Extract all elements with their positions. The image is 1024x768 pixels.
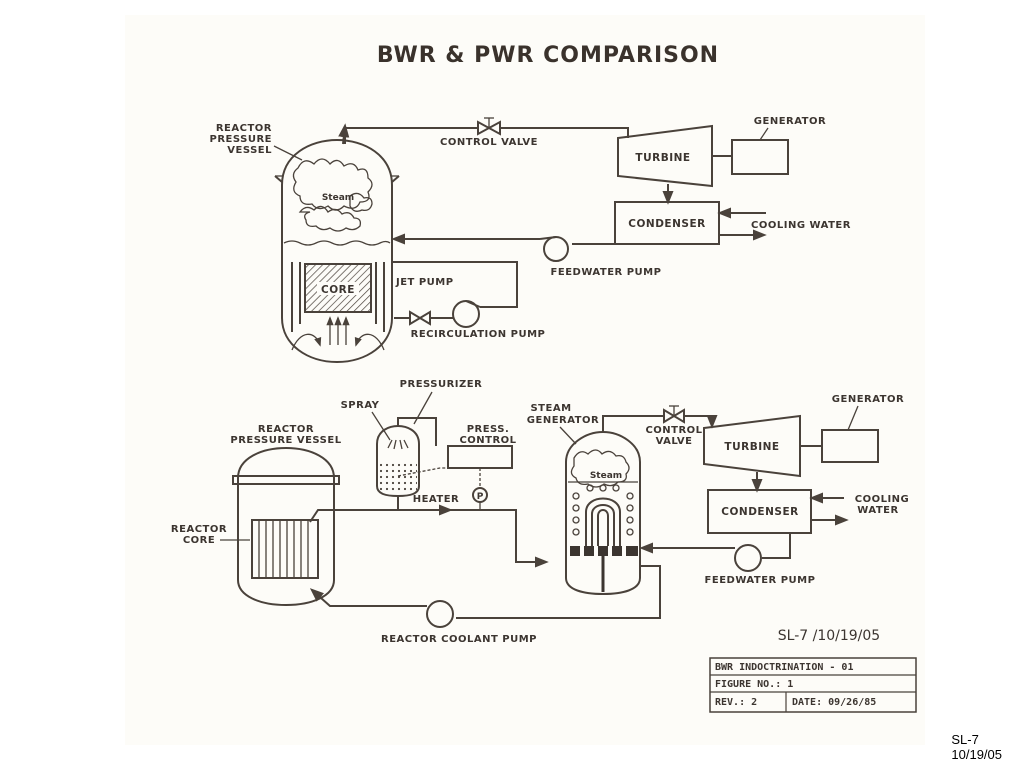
pwr-main-steam-line [602, 415, 664, 432]
pwr-feedwater-pump [734, 544, 762, 572]
pwr-generator [821, 429, 879, 463]
pwr-condenser [707, 489, 812, 534]
bwr-cooling-water-label: COOLING WATER [751, 220, 851, 231]
bwr-jet-pump-left [291, 262, 301, 332]
pwr-rpv-label-1: REACTOR [258, 424, 314, 435]
bwr-turbine [617, 124, 713, 188]
bwr-rpv-label-2: PRESSURE [210, 134, 272, 145]
bwr-rpv-label-1: REACTOR [216, 123, 272, 134]
pwr-control-valve-label-1: CONTROL [645, 425, 702, 436]
pwr-cooling-water-label-2: WATER [857, 505, 898, 516]
pwr-press-control-label-1: PRESS. [467, 424, 510, 435]
pwr-control-valve-label-2: VALVE [656, 436, 693, 447]
title-block: BWR INDOCTRINATION - 01 FIGURE NO.: 1 RE… [709, 657, 917, 713]
pwr-sg-label-2: GENERATOR [527, 415, 599, 426]
bwr-turbine-label: TURBINE [635, 152, 690, 164]
pwr-spray-label: SPRAY [341, 400, 380, 411]
pwr-reactor-coolant-pump [426, 600, 454, 628]
bwr-rpv-label-3: VESSEL [227, 145, 272, 156]
pwr-turbine [703, 414, 801, 478]
bwr-steam-clouds [292, 158, 373, 232]
pwr-pressurizer [376, 424, 420, 498]
bwr-condenser [614, 201, 720, 245]
bwr-recirc-pump-label: RECIRCULATION PUMP [411, 329, 546, 340]
pwr-pressurizer-label: PRESSURIZER [400, 379, 483, 390]
pwr-reactor-core [251, 519, 319, 579]
pwr-generator-label: GENERATOR [832, 394, 904, 405]
pwr-feedwater-pump-label: FEEDWATER PUMP [705, 575, 816, 586]
pwr-rpv-label-2: PRESSURE VESSEL [230, 435, 341, 446]
slide-reference: SL-7 10/19/05 [951, 732, 1002, 762]
bwr-core-label: CORE [321, 284, 355, 296]
bwr-feedwater-pump-label: FEEDWATER PUMP [551, 267, 662, 278]
pwr-steam-generator [565, 430, 641, 596]
bwr-diagram: REACTOR PRESSURE VESSEL Steam CORE [210, 116, 851, 364]
title-block-rev: REV.: 2 [715, 697, 757, 708]
slide-ref-line1: SL-7 [951, 732, 979, 747]
pwr-sg-tube-bundle [570, 484, 638, 592]
pwr-condenser-label: CONDENSER [721, 506, 798, 518]
pwr-press-control-label-2: CONTROL [459, 435, 516, 446]
bwr-jet-pump-right [375, 262, 385, 332]
bwr-steam-label: Steam [322, 193, 354, 203]
pwr-cold-leg [456, 565, 661, 619]
pwr-heater-label: HEATER [413, 494, 460, 505]
pwr-diagram: REACTOR PRESSURE VESSEL REACTOR CORE PRE… [171, 379, 909, 645]
bwr-generator-label: GENERATOR [754, 116, 826, 127]
pwr-sg-steam-clouds [570, 449, 630, 488]
title-block-row2: FIGURE NO.: 1 [715, 679, 793, 690]
pwr-sg-steam-label: Steam [590, 471, 622, 481]
slide-ref-line2: 10/19/05 [951, 747, 1002, 762]
pwr-rcp-label: REACTOR COOLANT PUMP [381, 634, 537, 645]
pwr-control-valve [663, 408, 685, 424]
diagram-title: BWR & PWR COMPARISON [377, 43, 719, 68]
bwr-control-valve [477, 120, 501, 136]
bwr-condenser-label: CONDENSER [628, 218, 705, 230]
figure-ref: SL-7 /10/19/05 [778, 628, 880, 644]
pwr-sg-label-1: STEAM [530, 403, 571, 414]
pwr-core-label-1: REACTOR [171, 524, 227, 535]
bwr-recirc-valve [409, 310, 431, 326]
pwr-turbine-label: TURBINE [724, 441, 779, 453]
bwr-recirc-loop [392, 261, 518, 308]
pwr-core-label-2: CORE [183, 535, 215, 546]
pwr-cooling-water-label-1: COOLING [855, 494, 910, 505]
scan-page [125, 15, 925, 745]
bwr-reactor-vessel [281, 138, 393, 364]
title-block-row1: BWR INDOCTRINATION - 01 [715, 662, 853, 673]
pwr-feedwater-line [762, 533, 791, 559]
bwr-jet-pump-label: JET PUMP [395, 277, 454, 288]
pwr-hot-leg [309, 509, 549, 568]
pwr-reactor-vessel [237, 446, 335, 607]
pwr-pressure-sensor-label: P [477, 492, 484, 502]
title-block-date: DATE: 09/26/85 [792, 697, 876, 708]
bwr-control-valve-label: CONTROL VALVE [440, 137, 538, 148]
